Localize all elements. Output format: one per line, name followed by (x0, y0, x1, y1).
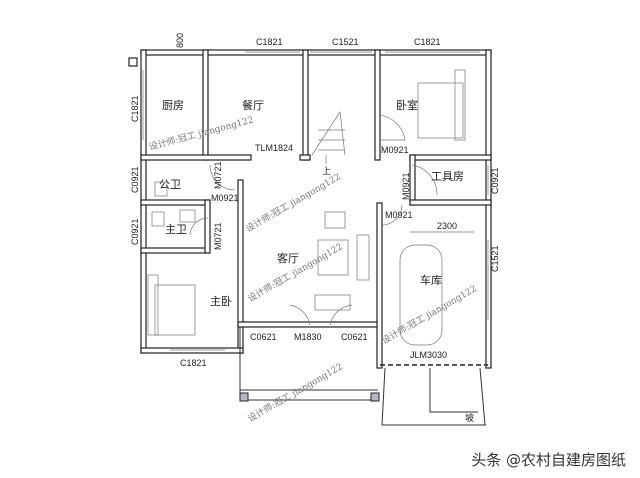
stair-up-label: 上 (322, 166, 331, 176)
stairs (311, 110, 346, 164)
label-m0721-a: M0721 (213, 161, 223, 189)
watermark: 设计师:冠工 jiangong122 (246, 360, 345, 424)
label-2300: 2300 (437, 221, 457, 231)
label-c1521-top: C1521 (332, 37, 359, 47)
windows (142, 51, 489, 351)
porch (128, 57, 486, 426)
label-m0921-a: M0921 (211, 193, 239, 203)
room-garage: 车库 (420, 273, 442, 287)
room-kitchen: 厨房 (162, 99, 184, 112)
label-c0921-right: C0921 (490, 167, 500, 194)
furniture (147, 69, 466, 346)
label-c1821-top-a: C1821 (256, 37, 283, 47)
footer-credit: 头条 @农村自建房图纸 (471, 451, 626, 469)
watermark: 设计师:冠工 jiangong122 (148, 113, 255, 152)
room-master-bath: 主卫 (165, 223, 187, 236)
room-public-bath: 公卫 (159, 178, 181, 191)
label-c0621-a: C0621 (250, 332, 277, 342)
room-tool-room: 工具房 (431, 170, 464, 183)
room-living: 客厅 (277, 251, 299, 265)
watermark: 设计师:冠工 jiangong122 (244, 170, 343, 234)
room-master-bedroom: 主卧 (210, 295, 232, 308)
watermark: 设计师:冠工 jiangong122 (380, 282, 479, 346)
walls (140, 49, 492, 369)
label-c1821-left: C1821 (130, 95, 140, 122)
doors (189, 114, 438, 326)
label-c0921-left-b: C0921 (130, 218, 140, 245)
room-bedroom: 卧室 (396, 98, 418, 112)
label-m0721-b: M0721 (213, 222, 223, 250)
label-m0921-c: M0921 (401, 172, 411, 200)
label-m1830: M1830 (294, 332, 322, 342)
label-800: 800 (175, 33, 185, 48)
label-c1821-bottom: C1821 (180, 358, 207, 368)
label-c1821-top-b: C1821 (414, 37, 441, 47)
label-tlm1824: TLM1824 (255, 143, 293, 153)
label-c1521-right: C1521 (490, 245, 500, 272)
slope-label: 坡 (465, 412, 474, 423)
label-c0921-left-a: C0921 (130, 166, 140, 193)
label-jlm3030: JLM3030 (410, 350, 447, 360)
room-dining: 餐厅 (242, 98, 264, 112)
label-m0921-d: M0921 (385, 210, 413, 220)
label-m0921-b: M0921 (381, 145, 409, 155)
label-c0621-b: C0621 (341, 332, 368, 342)
